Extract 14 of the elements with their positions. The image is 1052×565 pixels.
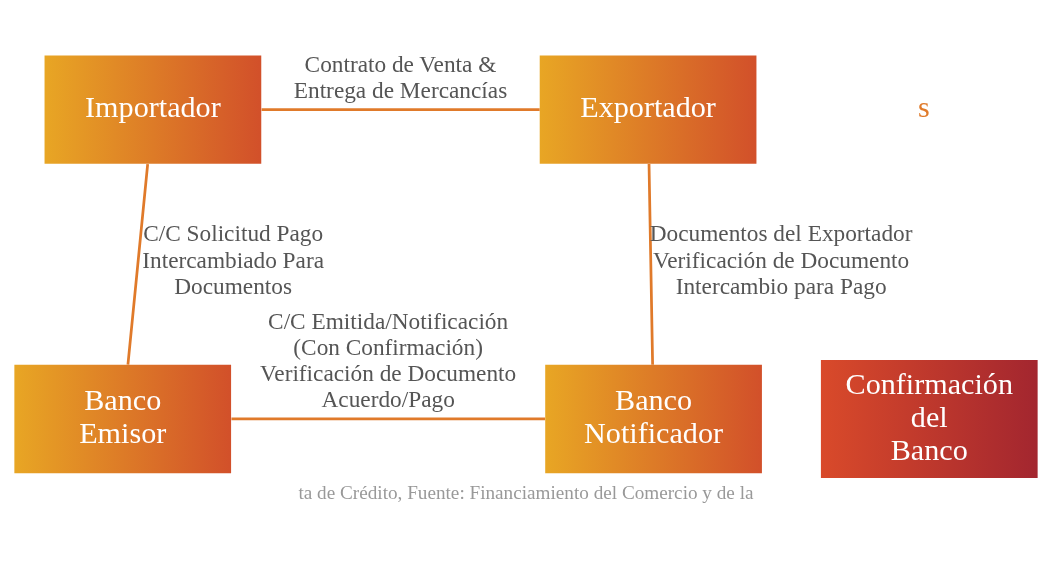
connector (231, 417, 545, 421)
connector (126, 163, 150, 365)
node-box: Exportador (539, 55, 757, 164)
connector (261, 108, 540, 112)
edge-label: C/C Solicitud Pago Intercambiado Para Documentos (142, 220, 325, 299)
label: s (917, 90, 930, 125)
node-box: Banco Notificador (545, 364, 762, 474)
caption: ta de Crédito, Fuente: Financiamiento del Comercio y de la (298, 481, 754, 503)
node-box: Banco Emisor (14, 364, 232, 474)
connector (647, 164, 654, 365)
edge-label: C/C Emitida/Notificación (Con Confirmación) Verificación de Documento Acuerdo/Pago (260, 308, 517, 413)
edge-label: Contrato de Venta & Entrega de Mercancías (293, 51, 508, 104)
node-box: Importador (44, 55, 262, 164)
node-box: Confirmación del Banco (820, 360, 1038, 478)
